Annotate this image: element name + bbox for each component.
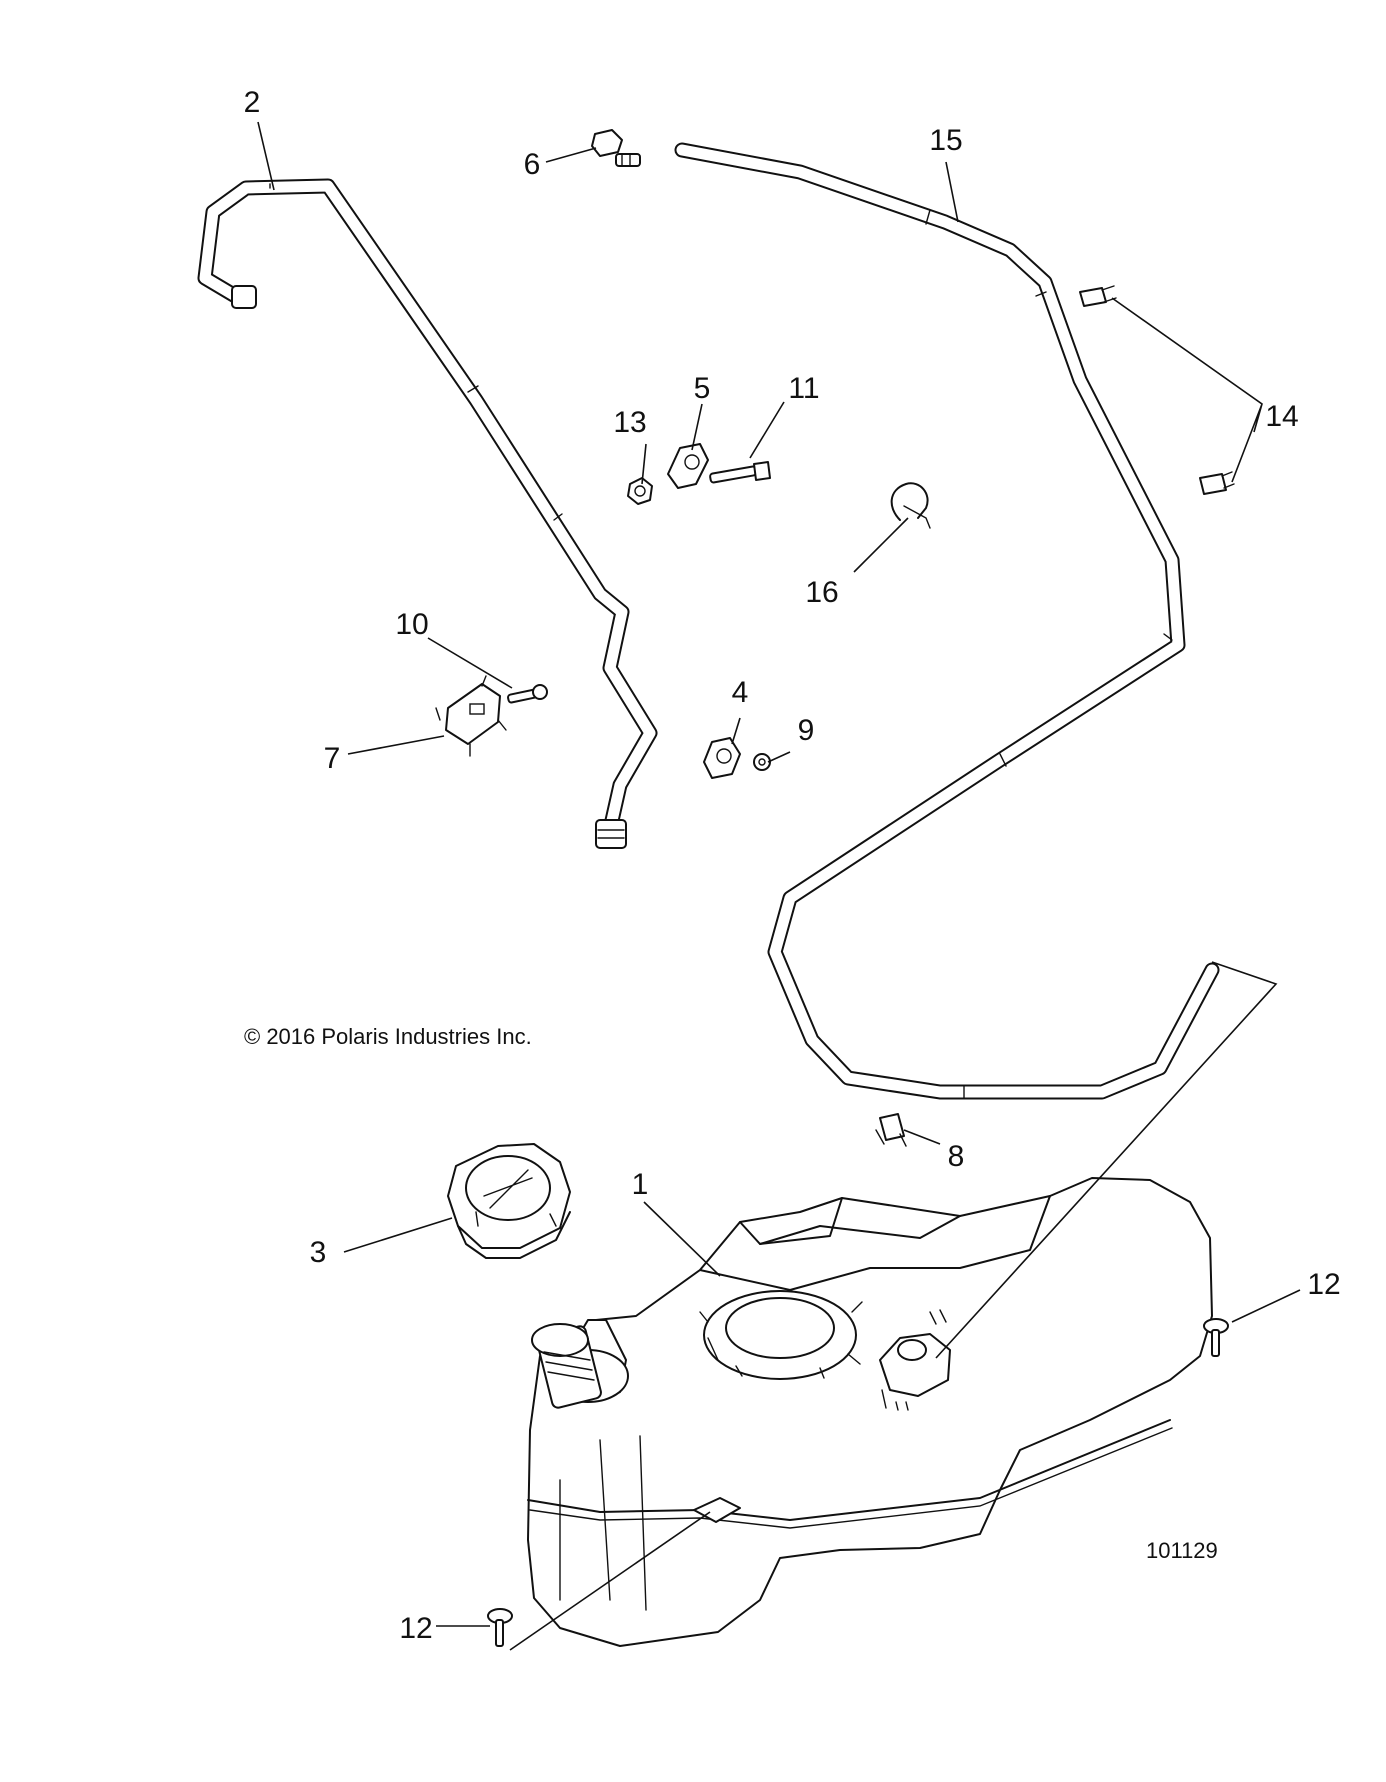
- part-7-bracket: [435, 675, 507, 757]
- callout-6: 6: [524, 148, 541, 181]
- callout-15: 15: [929, 124, 962, 157]
- callout-2: 2: [244, 86, 261, 119]
- part-11-bolt: [709, 461, 771, 484]
- part-6-elbow-fitting: [591, 129, 641, 167]
- copyright-text: © 2016 Polaris Industries Inc.: [244, 1024, 532, 1049]
- callout-12-left: 12: [399, 1612, 432, 1645]
- part-16-hose-clip: [890, 482, 931, 529]
- callout-12-right: 12: [1307, 1268, 1340, 1301]
- part-12-screw-right: [1203, 1318, 1229, 1357]
- callout-7: 7: [324, 742, 341, 775]
- callout-16: 16: [805, 576, 838, 609]
- callout-10: 10: [395, 608, 428, 641]
- callout-labels: 2 6 15 14 13 5 11 16 10 7 4 9 8 1 3 12 1…: [244, 86, 1341, 1645]
- callout-11: 11: [788, 372, 819, 405]
- callout-4: 4: [732, 676, 749, 709]
- callout-14: 14: [1265, 400, 1298, 433]
- callout-9: 9: [798, 714, 815, 747]
- part-1-fuel-tank: [527, 1177, 1213, 1647]
- part-10-screw: [507, 684, 548, 704]
- part-15-vent-line: [674, 142, 1220, 1100]
- part-9-nut: [753, 753, 771, 771]
- callout-3: 3: [310, 1236, 327, 1269]
- callout-8: 8: [948, 1140, 965, 1173]
- part-3-fuel-cap: [447, 1143, 571, 1259]
- part-8-clip: [875, 1113, 907, 1147]
- callout-13: 13: [613, 406, 646, 439]
- part-12-screw-left: [487, 1608, 513, 1647]
- part-14-clip-upper: [1079, 285, 1117, 307]
- callout-5: 5: [694, 372, 711, 405]
- part-4-clamp: [703, 737, 741, 779]
- part-13-nut: [627, 477, 653, 505]
- part-14-clip-lower: [1199, 471, 1235, 495]
- part-2-fuel-line: [197, 178, 658, 849]
- callout-1: 1: [632, 1168, 649, 1201]
- figure-id: 101129: [1146, 1538, 1218, 1563]
- leader-lines: [257, 121, 1301, 1651]
- part-5-clamp: [667, 443, 709, 489]
